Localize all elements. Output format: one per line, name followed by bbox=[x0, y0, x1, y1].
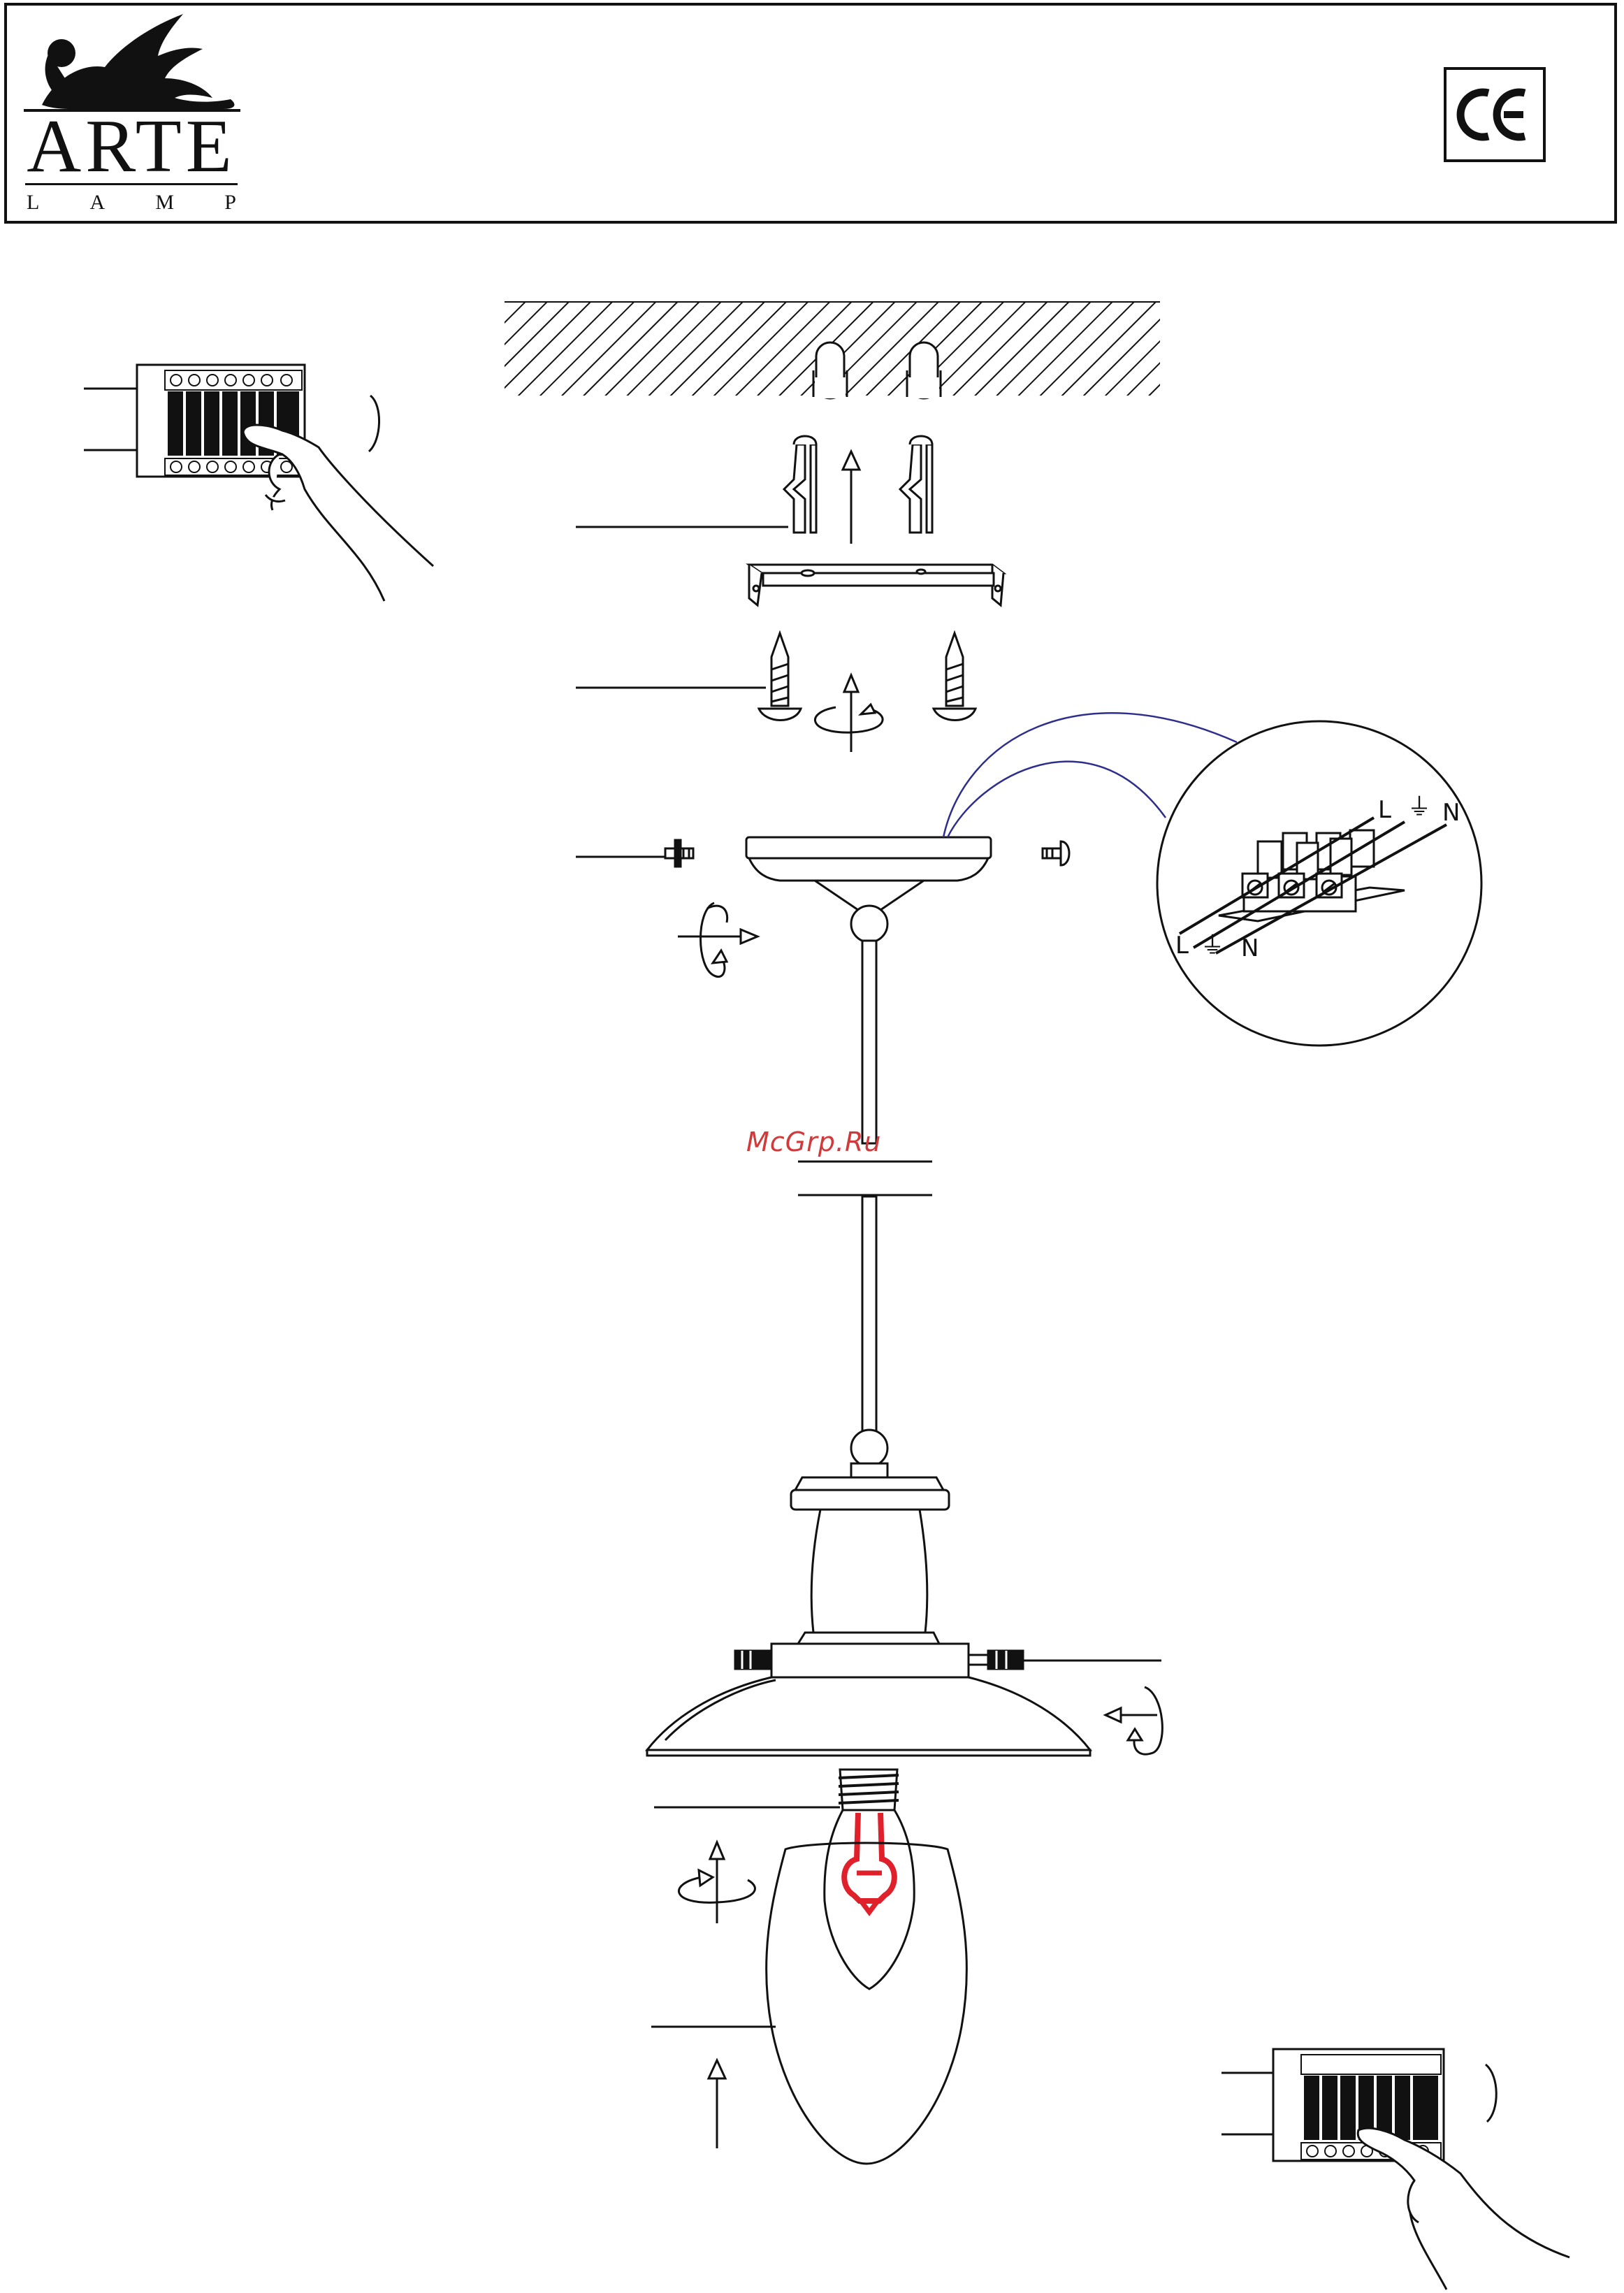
wire bbox=[948, 762, 1166, 837]
rotate-arrow-icon bbox=[678, 903, 757, 977]
terminal-label: N bbox=[1442, 799, 1460, 827]
rotate-arrow-icon bbox=[369, 396, 379, 451]
watermark: McGrp.Ru bbox=[746, 1127, 881, 1157]
rotate-arrow-icon bbox=[679, 1842, 755, 1923]
hand-icon bbox=[243, 425, 433, 601]
up-arrow-icon bbox=[843, 451, 860, 544]
rotate-arrow-icon bbox=[1486, 2064, 1496, 2122]
suspension-rod bbox=[798, 941, 932, 1466]
wall-plug-icon bbox=[784, 436, 932, 533]
ceiling-canopy bbox=[746, 837, 991, 942]
light-bulb-icon bbox=[825, 1770, 914, 1989]
terminal-label: ⏚ bbox=[1201, 932, 1224, 960]
lamp-shade bbox=[647, 1463, 1090, 1756]
terminal-label: L bbox=[1378, 796, 1391, 824]
up-arrow-icon bbox=[709, 2060, 725, 2148]
terminal-label: N bbox=[1241, 934, 1259, 962]
ceiling-section bbox=[505, 302, 1160, 398]
circuit-breaker-icon bbox=[84, 365, 305, 477]
mounting-bracket bbox=[749, 565, 1003, 605]
terminal-label: L bbox=[1175, 932, 1189, 960]
hand-icon bbox=[1358, 2128, 1569, 2290]
rotate-arrow-icon bbox=[1105, 1687, 1162, 1754]
rotate-arrow-icon bbox=[815, 675, 883, 752]
terminal-label: ⏚ bbox=[1407, 793, 1431, 821]
terminal-detail bbox=[1157, 721, 1481, 1046]
